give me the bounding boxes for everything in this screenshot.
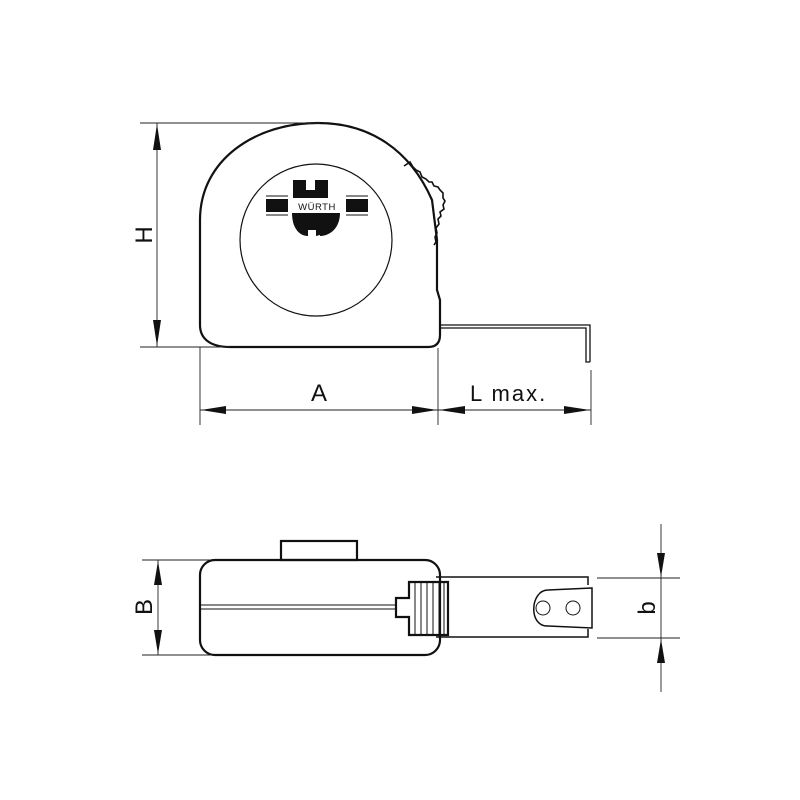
- logo-circle: [239, 163, 393, 317]
- dimension-label-b: b: [634, 601, 661, 614]
- rivet-hole-icon: [535, 600, 551, 616]
- dimension-A-L: A L max.: [199, 347, 592, 425]
- side-view: WÜRTH H A L max.: [131, 121, 592, 425]
- tape-hook-tab: [533, 587, 593, 629]
- tape-blade-top: [436, 576, 589, 638]
- dimension-B: B: [131, 559, 210, 656]
- logo-text: WÜRTH: [298, 202, 336, 213]
- dimension-label-H: H: [131, 226, 158, 243]
- rivet-hole-icon: [565, 600, 581, 616]
- wurth-logo: WÜRTH: [266, 180, 368, 236]
- tape-guide-ribs: [414, 582, 445, 635]
- dimension-label-A: A: [311, 380, 327, 407]
- dimension-label-L-max: L max.: [470, 381, 547, 406]
- tape-guide: [394, 580, 450, 637]
- dimension-H: H: [131, 122, 320, 348]
- thumb-lock-top: [279, 539, 359, 562]
- dimension-label-B: B: [131, 599, 158, 615]
- top-view: B b: [131, 524, 680, 692]
- housing-top: [198, 558, 442, 657]
- dimension-b: b: [597, 524, 680, 692]
- thumb-lock-grip-icon: [403, 160, 446, 246]
- tape-blade: [440, 324, 591, 363]
